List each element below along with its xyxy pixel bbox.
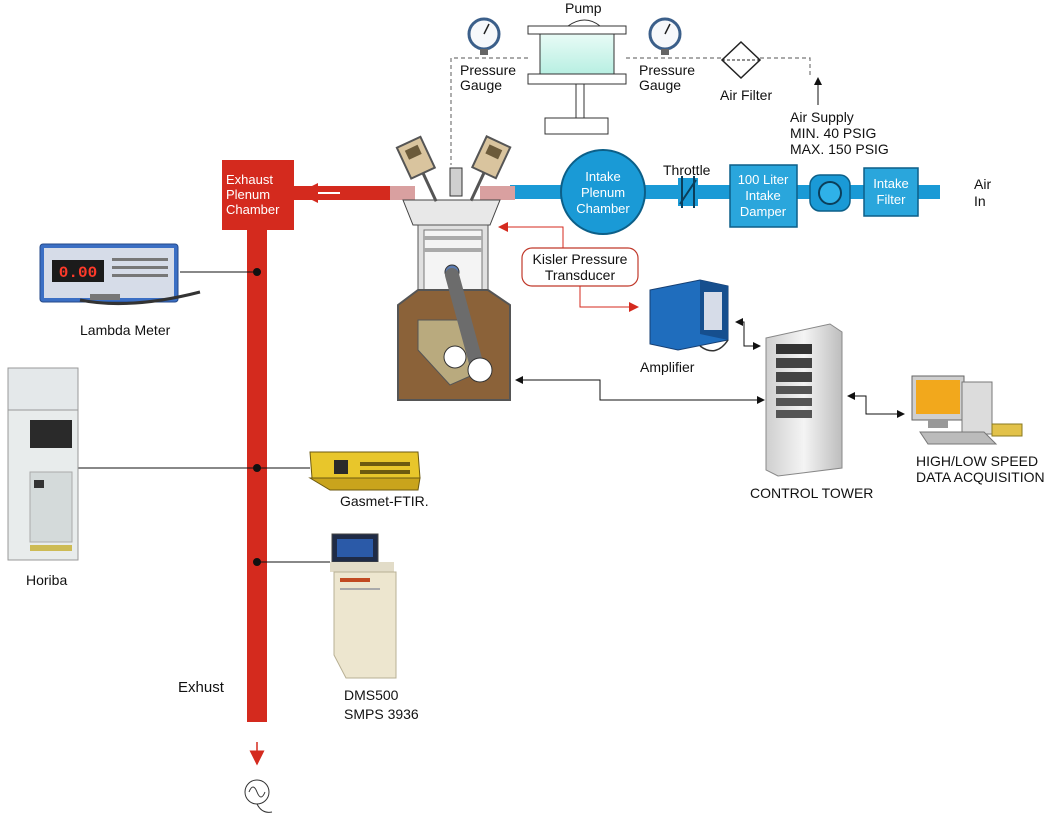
pressure-gauge-right-label-1: Pressure [639,62,695,78]
intake-damper-label-1: 100 Liter [738,172,789,187]
pressure-gauge-left-icon [467,17,501,55]
horiba-analyzer-device [7,367,79,561]
kisler-label-1: Kisler Pressure [533,251,628,267]
intake-plenum-label-1: Intake [585,169,620,184]
pressure-gauge-right-icon [648,17,682,55]
fan-icon [244,779,273,813]
intake-plenum-label-3: Chamber [576,201,630,216]
pressure-gauge-right-label-2: Gauge [639,77,681,93]
engine-to-tower-line [515,376,765,404]
intake-plenum-label-2: Plenum [581,185,625,200]
exhaust-label: Exhust [178,679,225,696]
lambda-meter-device: 0.00 [39,243,201,306]
amplifier-device [649,279,729,352]
air-in-label-2: In [974,193,986,209]
exhaust-plenum-label-3: Chamber [226,202,280,217]
kisler-to-engine-line [498,222,564,248]
throttle-label: Throttle [663,162,711,178]
kisler-to-amplifier-line [579,286,639,312]
air-supply-label-2: MIN. 40 PSIG [790,125,876,141]
dms-label-2: SMPS 3936 [344,706,419,722]
control-tower-label: CONTROL TOWER [750,485,873,501]
amplifier-label: Amplifier [640,359,695,375]
dms500-device [330,533,397,679]
air-line-dashed [450,57,811,165]
pressure-gauge-left-label-2: Gauge [460,77,502,93]
lambda-meter-label: Lambda Meter [80,322,171,338]
air-filter-icon [720,40,762,80]
intake-filter-box [863,167,919,217]
engine-cylinder [385,135,515,401]
gasmet-label: Gasmet-FTIR. [340,493,429,509]
intake-filter-label-2: Filter [877,192,907,207]
exhaust-plenum-label-2: Plenum [226,187,270,202]
blower-icon [809,174,851,212]
intake-damper-label-3: Damper [740,204,787,219]
horiba-label: Horiba [26,572,67,588]
exhaust-system [222,160,390,722]
control-tower-device [765,323,843,477]
exhaust-plenum-label-1: Exhaust [226,172,273,187]
intake-damper-label-2: Intake [745,188,780,203]
throttle-valve-icon [678,176,698,208]
daq-label-2: DATA ACQUISITION [916,469,1045,485]
pump-label: Pump [565,0,602,16]
amp-to-tower-line [735,318,761,350]
pump-assembly [527,19,627,135]
air-filter-label: Air Filter [720,87,772,103]
gasmet-ftir-device [308,451,421,491]
daq-label-1: HIGH/LOW SPEED [916,453,1038,469]
lambda-display-value: 0.00 [59,264,97,282]
air-in-label-1: Air [974,176,991,192]
air-supply-label-3: MAX. 150 PSIG [790,141,889,157]
air-supply-label-1: Air Supply [790,109,854,125]
intake-filter-label-1: Intake [873,176,908,191]
tower-to-daq-line [847,392,905,418]
pressure-gauge-left-label-1: Pressure [460,62,516,78]
kisler-label-2: Transducer [545,267,616,283]
intake-damper-box [729,164,798,228]
intake-plenum-chamber [560,149,646,235]
daq-computer-device [911,375,1023,445]
dms-label-1: DMS500 [344,687,399,703]
